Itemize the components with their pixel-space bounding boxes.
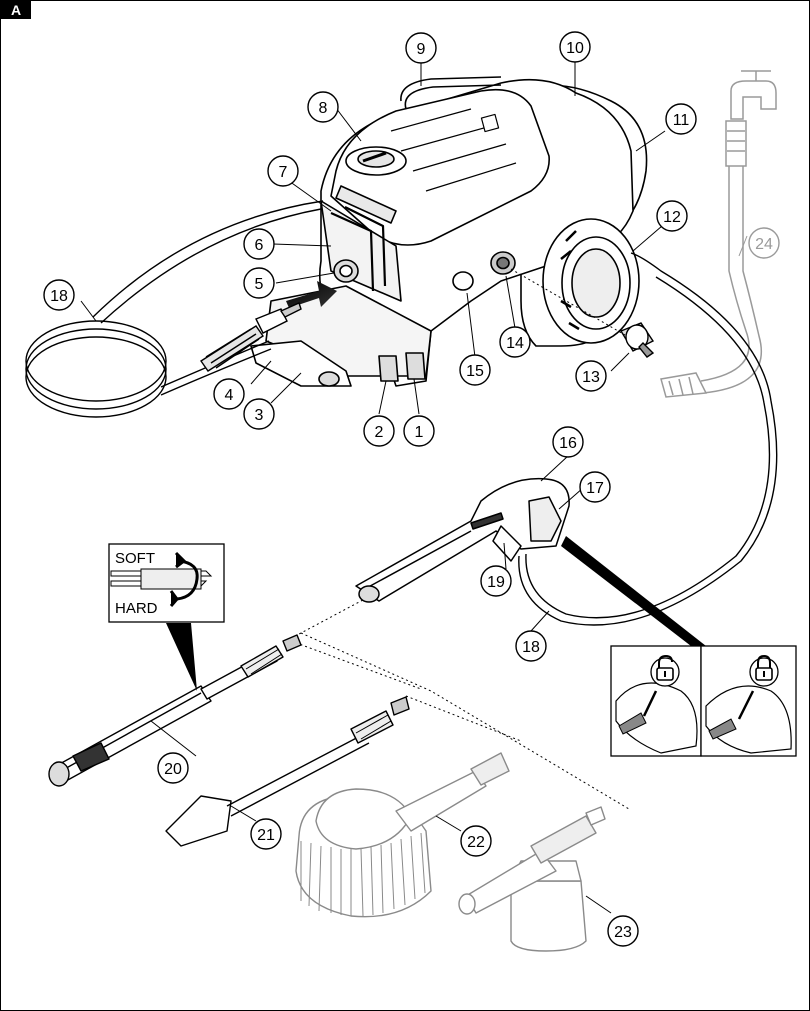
inset-pointer xyxy=(166,623,197,691)
trigger-gun xyxy=(355,477,570,603)
callout-number: 2 xyxy=(375,424,384,441)
safety-lock-inset xyxy=(610,645,797,757)
callout-number: 7 xyxy=(279,164,288,181)
callout-number: 24 xyxy=(755,236,773,253)
callout-22: 22 xyxy=(460,825,492,857)
callout-circle xyxy=(656,200,688,232)
callout-15: 15 xyxy=(459,354,491,386)
garden-hose-connector xyxy=(619,322,655,358)
callout-12: 12 xyxy=(656,200,688,232)
callout-number: 16 xyxy=(559,435,577,452)
callout-number: 9 xyxy=(417,41,426,58)
water-supply-hose xyxy=(660,70,777,398)
callout-18: 18 xyxy=(43,279,75,311)
callout-circle xyxy=(307,91,339,123)
callout-circle xyxy=(499,326,531,358)
callout-number: 22 xyxy=(467,834,485,851)
callout-circle xyxy=(267,155,299,187)
callout-number: 3 xyxy=(255,407,264,424)
callout-number: 21 xyxy=(257,827,275,844)
wash-brush xyxy=(295,752,510,918)
unlock-icon xyxy=(650,654,680,687)
pressure-washer-body xyxy=(250,76,648,387)
callout-11: 11 xyxy=(665,103,697,135)
callout-23: 23 xyxy=(607,915,639,947)
callout-number: 18 xyxy=(50,288,68,305)
callout-number: 14 xyxy=(506,335,524,352)
callout-circle xyxy=(480,565,512,597)
callout-circle xyxy=(460,825,492,857)
callout-17: 17 xyxy=(579,471,611,503)
hose-connector xyxy=(200,302,302,372)
callout-circle xyxy=(157,752,189,784)
dirt-blaster-lance xyxy=(165,696,410,847)
callout-circle xyxy=(243,267,275,299)
callout-number: 20 xyxy=(164,761,182,778)
callout-14: 14 xyxy=(499,326,531,358)
callout-number: 10 xyxy=(566,40,584,57)
callout-circle xyxy=(559,31,591,63)
callout-circle xyxy=(575,360,607,392)
callout-18: 18 xyxy=(515,630,547,662)
leader-lines xyxy=(80,61,748,914)
callout-circle xyxy=(665,103,697,135)
callout-21: 21 xyxy=(250,818,282,850)
callout-circle xyxy=(459,354,491,386)
callout-number: 19 xyxy=(487,574,505,591)
lock-inset-pointer xyxy=(561,536,706,646)
callout-circle xyxy=(243,398,275,430)
callout-16: 16 xyxy=(552,426,584,458)
callout-number: 12 xyxy=(663,209,681,226)
gun-hose xyxy=(518,252,778,626)
callout-number: 18 xyxy=(522,639,540,656)
callout-circle xyxy=(748,227,780,259)
callout-number: 17 xyxy=(586,480,604,497)
callout-number: 23 xyxy=(614,924,632,941)
insert-arrow xyxy=(286,281,337,308)
callout-2: 2 xyxy=(363,415,395,447)
callout-circle xyxy=(43,279,75,311)
callout-10: 10 xyxy=(559,31,591,63)
rotate-icon xyxy=(169,551,199,607)
callout-6: 6 xyxy=(243,228,275,260)
callout-3: 3 xyxy=(243,398,275,430)
callout-number: 5 xyxy=(255,276,264,293)
figure-tag: A xyxy=(1,1,31,19)
callout-circle xyxy=(243,228,275,260)
callout-13: 13 xyxy=(575,360,607,392)
callout-20: 20 xyxy=(157,752,189,784)
callout-number: 4 xyxy=(225,387,234,404)
callout-number: 15 xyxy=(466,363,484,380)
callout-1: 1 xyxy=(403,415,435,447)
callout-circle xyxy=(405,32,437,64)
foam-nozzle xyxy=(458,806,606,952)
callout-circle xyxy=(213,378,245,410)
vario-power-lance xyxy=(48,634,302,787)
callout-circle xyxy=(363,415,395,447)
callout-circle xyxy=(579,471,611,503)
lock-icon xyxy=(749,654,779,687)
pressure-adjust-inset xyxy=(108,543,225,623)
callout-circle xyxy=(250,818,282,850)
callout-number: 13 xyxy=(582,369,600,386)
callout-7: 7 xyxy=(267,155,299,187)
callout-circle xyxy=(607,915,639,947)
callout-5: 5 xyxy=(243,267,275,299)
callout-24: 24 xyxy=(748,227,780,259)
callout-circle xyxy=(552,426,584,458)
callout-number: 11 xyxy=(673,112,690,129)
callout-4: 4 xyxy=(213,378,245,410)
callout-9: 9 xyxy=(405,32,437,64)
callout-number: 1 xyxy=(415,424,424,441)
callout-8: 8 xyxy=(307,91,339,123)
callout-circle xyxy=(403,415,435,447)
callout-number: 8 xyxy=(319,100,328,117)
callout-19: 19 xyxy=(480,565,512,597)
callout-circle xyxy=(515,630,547,662)
callout-number: 6 xyxy=(255,237,264,254)
